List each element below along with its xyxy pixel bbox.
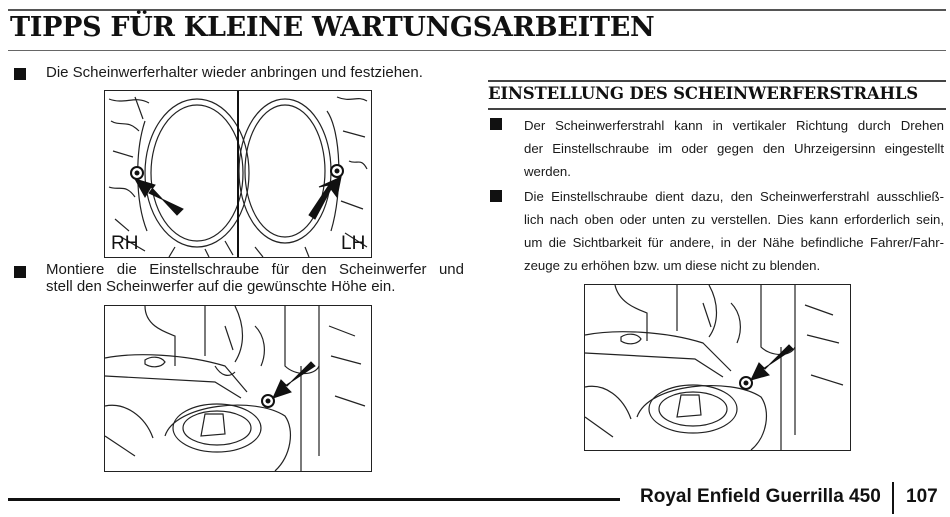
- section-title: EINSTELLUNG DES SCHEINWERFERSTRAHLS: [488, 84, 918, 103]
- footer-book-title: Royal Enfield Guerrilla 450: [640, 486, 881, 507]
- adjuster-figure-right: [584, 284, 851, 451]
- adjuster-drawing-left: [105, 306, 366, 471]
- right-bullet-2-line-4: zeuge zu erhöhen bzw. um diese nicht zu …: [524, 258, 821, 273]
- bullet-marker: [490, 118, 502, 130]
- right-bullet-1-line-3: werden.: [524, 164, 571, 179]
- right-bullet-2-line-2: lich nach oben oder unten zu verstellen.…: [524, 212, 944, 227]
- left-bullet-2-line-2: stell den Scheinwerfer auf die gewünscht…: [46, 278, 396, 295]
- figure-label-rh: RH: [111, 233, 138, 254]
- figure-label-lh: LH: [341, 233, 365, 254]
- page-number: 107: [906, 486, 938, 507]
- footer-rule: [8, 498, 620, 501]
- bullet-marker: [490, 190, 502, 202]
- right-bullet-1-line-2: der Einstellschraube im oder gegen den U…: [524, 141, 944, 156]
- bullet-marker: [14, 68, 26, 80]
- right-bullet-1-line-1: Der Scheinwerferstrahl kann in vertikale…: [524, 118, 944, 133]
- footer-divider: [892, 482, 894, 514]
- left-bullet-2-line-1: Montiere die Einstellschraube für den Sc…: [46, 261, 464, 278]
- section-rule-bottom: [488, 108, 946, 110]
- right-bullet-2-line-1: Die Einstellschraube dient dazu, den Sch…: [524, 189, 944, 204]
- left-bullet-1-text: Die Scheinwerferhalter wieder anbringen …: [46, 64, 423, 81]
- headlamp-figure: RH LH: [104, 90, 372, 258]
- headlamp-drawing: RH LH: [108, 91, 368, 257]
- section-rule-top: [488, 80, 946, 82]
- bullet-marker: [14, 266, 26, 278]
- top-rule: [8, 9, 946, 11]
- right-bullet-2-line-3: um die Sichtbarkeit für andere, in der N…: [524, 235, 944, 250]
- title-rule: [8, 50, 946, 51]
- adjuster-drawing-right: [585, 285, 844, 450]
- adjuster-figure-left: [104, 305, 372, 472]
- page-title: TIPPS FÜR KLEINE WARTUNGSARBEITEN: [10, 12, 655, 43]
